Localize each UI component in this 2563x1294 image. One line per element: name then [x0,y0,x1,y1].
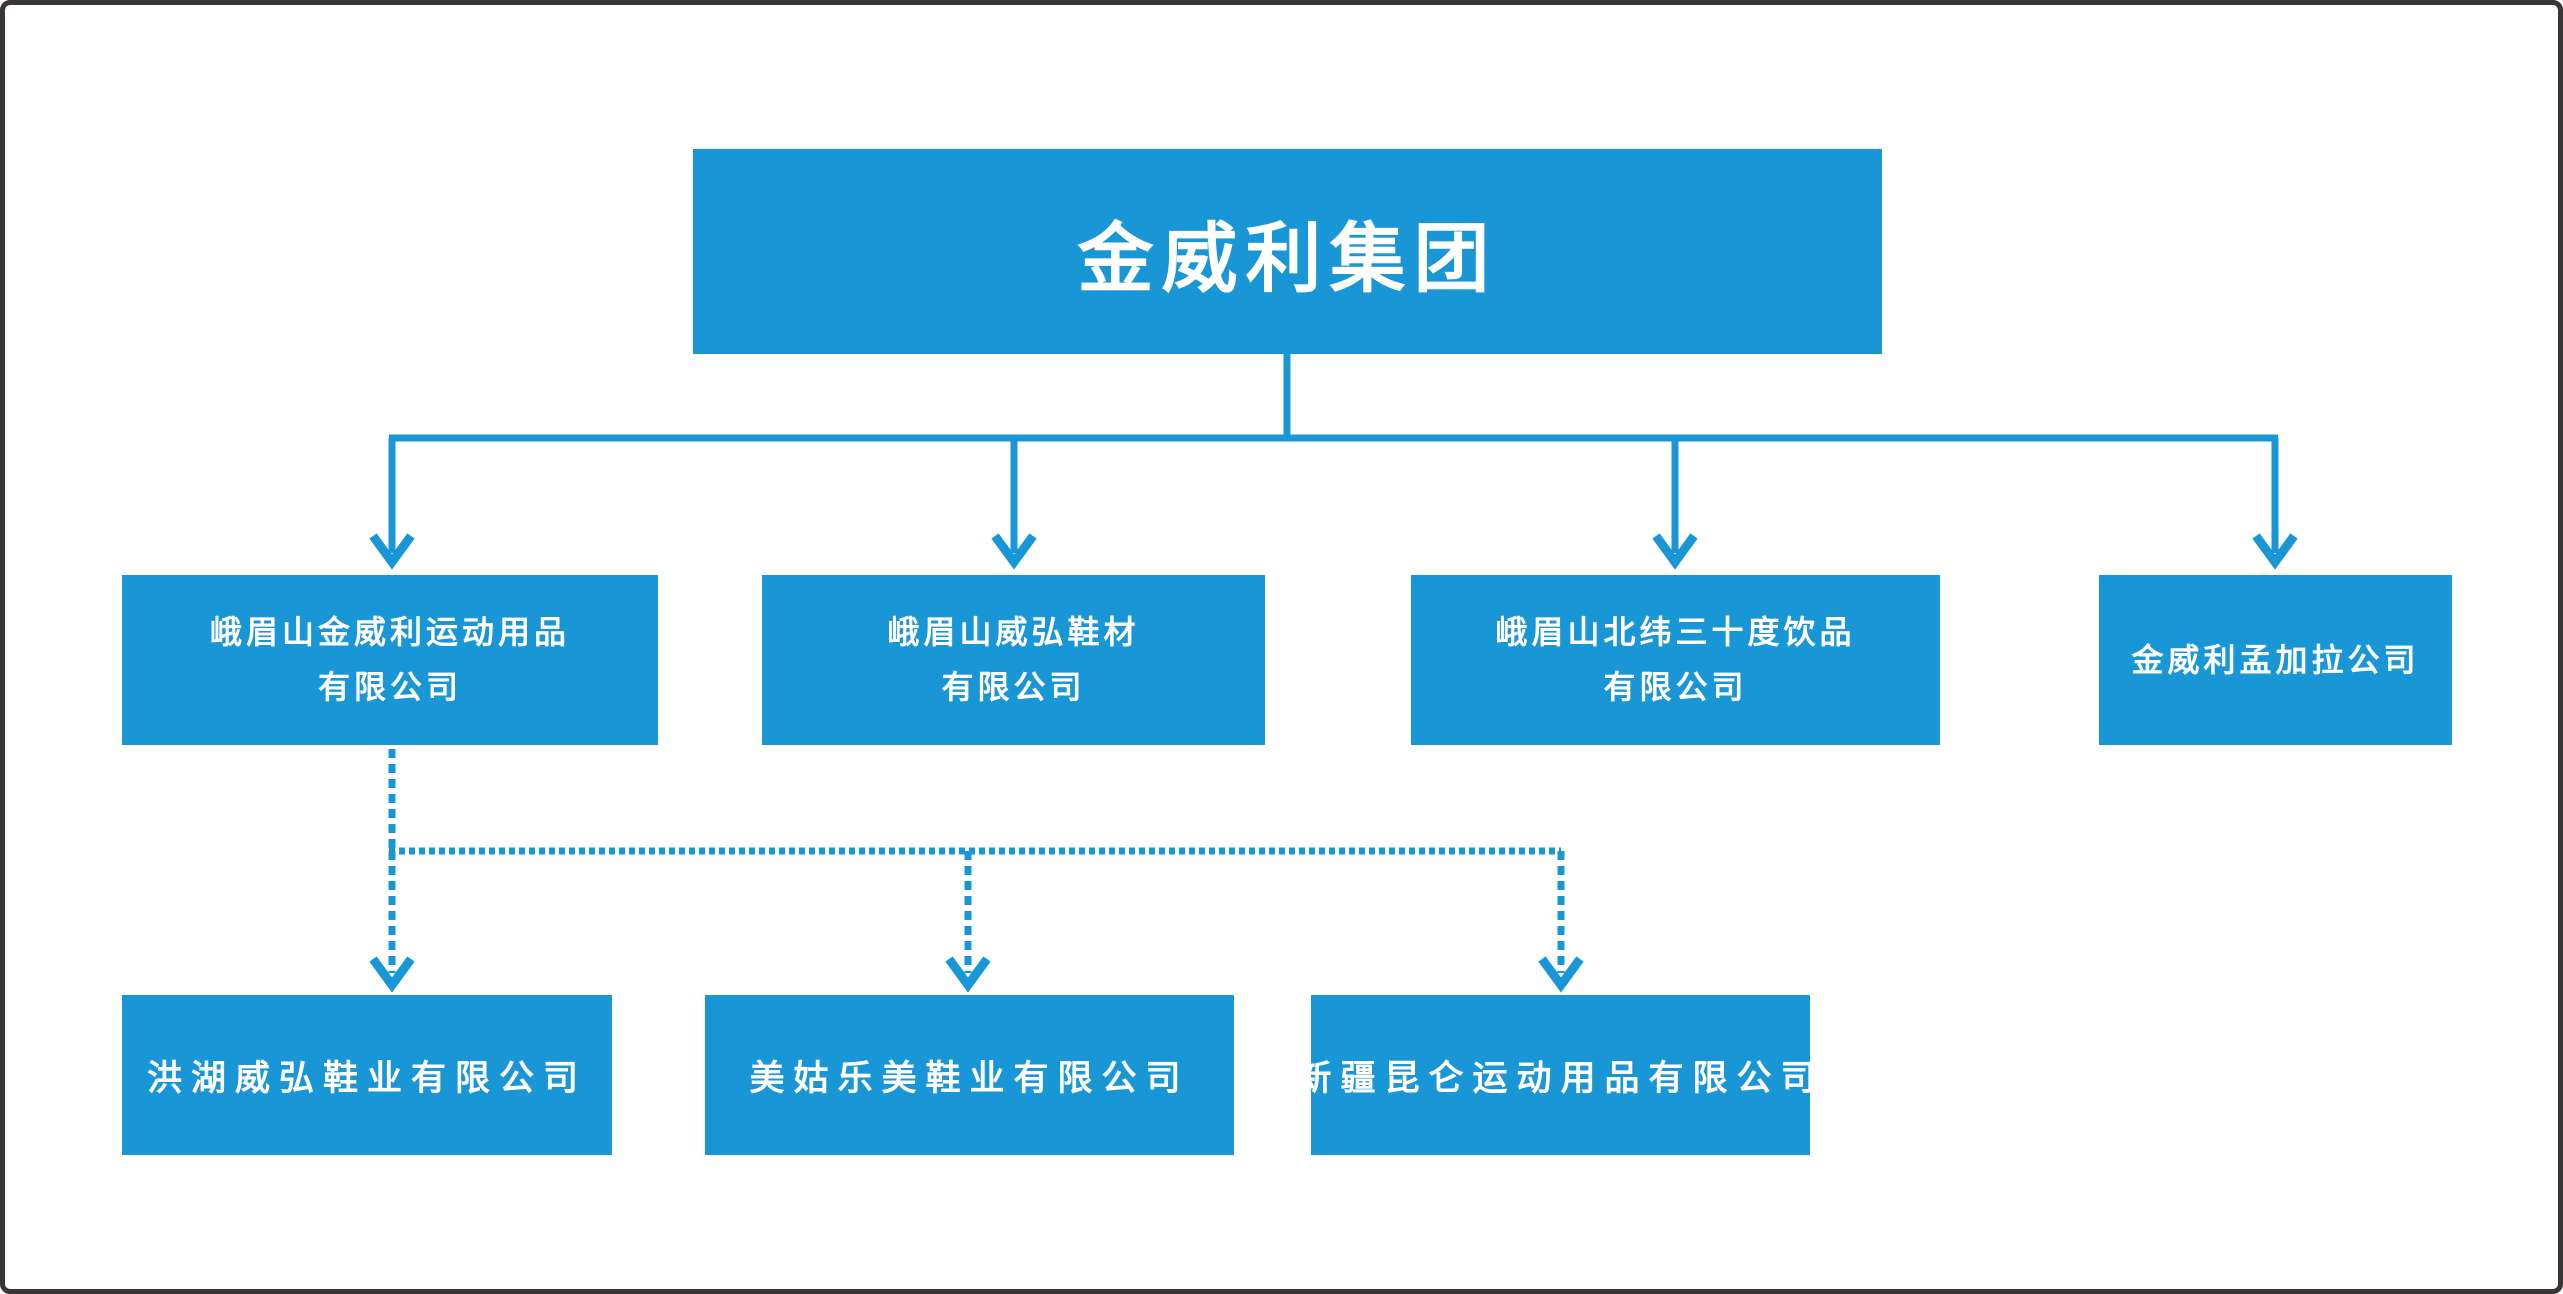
dashed-arrowhead-icon-3 [1538,956,1584,993]
connector-lines [369,354,2298,993]
org-node-l2-2-label-line2: 有限公司 [941,669,1086,705]
dashed-arrowhead-icon-2 [945,956,991,993]
org-node-l2-1: 峨眉山金威利运动用品 有限公司 [122,575,658,745]
solid-arrowhead-icon-1 [369,533,415,570]
org-node-l3-3: 新疆昆仑运动用品有限公司 [1297,995,1816,1155]
org-node-l2-3-label-line1: 峨眉山北纬三十度饮品 [1495,614,1856,650]
org-node-l3-2: 美姑乐美鞋业有限公司 [705,995,1234,1155]
dashed-arrowhead-icon-1 [369,956,415,993]
org-node-root: 金威利集团 [693,149,1882,354]
org-node-root-label: 金威利集团 [1077,216,1498,302]
org-node-l3-2-label: 美姑乐美鞋业有限公司 [749,1058,1190,1098]
org-node-l2-1-label-line1: 峨眉山金威利运动用品 [209,614,570,650]
solid-arrowhead-icon-2 [991,533,1037,570]
org-node-l2-2: 峨眉山威弘鞋材 有限公司 [762,575,1265,745]
solid-arrowhead-icon-4 [2252,533,2298,570]
org-node-l2-4-label: 金威利孟加拉公司 [2131,641,2420,678]
org-node-l2-3: 峨眉山北纬三十度饮品 有限公司 [1411,575,1940,745]
org-node-l2-3-label-line2: 有限公司 [1603,669,1748,705]
solid-arrowhead-icon-3 [1652,533,1698,570]
org-node-l2-2-label-line1: 峨眉山威弘鞋材 [887,614,1140,650]
org-node-l3-1-label: 洪湖威弘鞋业有限公司 [146,1058,587,1098]
org-node-l2-1-label-line2: 有限公司 [317,669,462,705]
org-node-l2-4: 金威利孟加拉公司 [2099,575,2452,745]
org-node-l3-1: 洪湖威弘鞋业有限公司 [122,995,612,1155]
org-node-l3-3-label: 新疆昆仑运动用品有限公司 [1296,1058,1825,1098]
